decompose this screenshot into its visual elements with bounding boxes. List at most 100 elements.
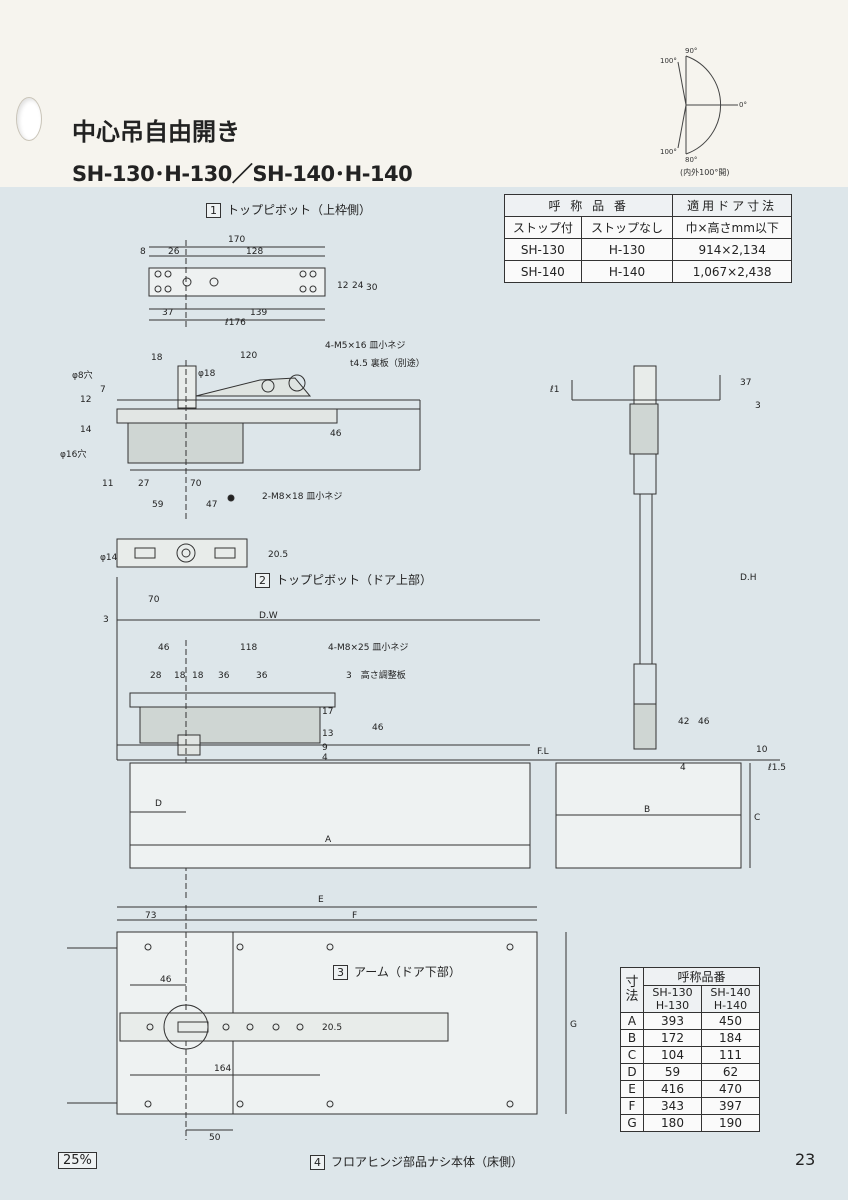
dim-label: E bbox=[318, 895, 324, 905]
backplate-label: t4.5 裏板（別途） bbox=[350, 357, 425, 369]
table-subheader: ストップ付 bbox=[504, 216, 582, 239]
dim-label: 70 bbox=[148, 595, 160, 605]
dim-label: C bbox=[754, 813, 760, 823]
angle-label: 0° bbox=[739, 101, 747, 109]
angle-label: 90° bbox=[685, 47, 698, 55]
dim-label: 118 bbox=[240, 643, 257, 653]
dim-label: 24 bbox=[352, 281, 364, 291]
dim-label: 26 bbox=[168, 247, 180, 257]
dim-label: 8 bbox=[140, 247, 146, 257]
floor-line-label: F.L bbox=[537, 747, 549, 757]
table-header: 適用ドア寸法 bbox=[672, 194, 792, 217]
scale-label: 25% bbox=[58, 1152, 97, 1169]
dim-label: 17 bbox=[322, 707, 333, 717]
model-table: 呼 称 品 番 適用ドア寸法 ストップ付 ストップなし 巾×高さmm以下 SH-… bbox=[503, 194, 792, 283]
dim-label: G bbox=[570, 1020, 577, 1030]
dim-label: 30 bbox=[366, 283, 378, 293]
screw-label: 2-M8×18 皿小ネジ bbox=[262, 491, 342, 502]
dim-label: 50 bbox=[209, 1133, 221, 1143]
table-header: 呼称品番 bbox=[643, 967, 760, 986]
dim-label: 46 bbox=[158, 643, 170, 653]
dim-label: 128 bbox=[246, 247, 263, 257]
dim-label: 18 bbox=[174, 671, 186, 681]
dim-label: 10 bbox=[756, 745, 768, 755]
angle-label: 100° bbox=[660, 148, 677, 156]
table-row: SH-140 H-140 1,067×2,438 bbox=[504, 260, 792, 283]
dim-label: 12 bbox=[80, 395, 91, 405]
dim-label: 20.5 bbox=[322, 1023, 342, 1033]
dim-label: 70 bbox=[190, 479, 202, 489]
dim-label: D.W bbox=[259, 611, 278, 621]
dim-label: 73 bbox=[145, 911, 156, 921]
dim-label: 12 bbox=[337, 281, 348, 291]
dim-label: 46 bbox=[372, 723, 384, 733]
dim-label: ℓ1.5 bbox=[767, 763, 786, 773]
dim-label: 11 bbox=[102, 479, 113, 489]
dim-label: 20.5 bbox=[268, 550, 288, 560]
dim-label: 120 bbox=[240, 351, 257, 361]
dim-label: 7 bbox=[100, 385, 106, 395]
page-title: 中心吊自由開き bbox=[72, 118, 240, 146]
screw-label: 4-M5×16 皿小ネジ bbox=[325, 340, 405, 351]
adjust-plate-label: 3 高さ調整板 bbox=[346, 669, 406, 681]
dim-label: 46 bbox=[160, 975, 172, 985]
dim-label: 37 bbox=[740, 378, 751, 388]
model-heading: SH-130･H-130／SH-140･H-140 bbox=[72, 162, 413, 186]
dim-label: φ14 bbox=[100, 553, 118, 563]
swing-angle-diagram bbox=[677, 55, 738, 155]
dim-label: 27 bbox=[138, 479, 149, 489]
dim-label: φ18 bbox=[198, 369, 216, 379]
swing-caption: (内外100°開) bbox=[680, 168, 730, 177]
dim-label: 46 bbox=[330, 429, 342, 439]
table-header: 呼 称 品 番 bbox=[503, 194, 674, 217]
dim-label: 47 bbox=[206, 500, 217, 510]
dim-label: 3 bbox=[755, 401, 761, 411]
dim-label: 36 bbox=[256, 671, 268, 681]
dim-label: 14 bbox=[80, 425, 92, 435]
dim-label: 3 bbox=[103, 615, 109, 625]
binder-hole bbox=[16, 97, 42, 141]
dim-label: 46 bbox=[698, 717, 710, 727]
dim-label: 139 bbox=[250, 308, 267, 318]
table-subheader: 巾×高さmm以下 bbox=[672, 216, 792, 239]
dim-label: ℓ1 bbox=[549, 385, 559, 395]
dim-label: 13 bbox=[322, 729, 333, 739]
dim-label: φ16穴 bbox=[60, 448, 86, 460]
dim-label: 164 bbox=[214, 1064, 231, 1074]
dim-label: D.H bbox=[740, 573, 757, 583]
dim-label: φ8穴 bbox=[72, 369, 93, 381]
table-row: SH-130 H-130 914×2,134 bbox=[504, 238, 792, 261]
dim-label: 9 bbox=[322, 743, 328, 753]
dim-label: 18 bbox=[151, 353, 163, 363]
dim-label: 4 bbox=[680, 763, 686, 773]
dim-label: D bbox=[155, 799, 162, 809]
dim-label: ℓ176 bbox=[224, 318, 246, 328]
page-number: 23 bbox=[795, 1150, 816, 1169]
dim-label: 18 bbox=[192, 671, 204, 681]
dim-label: F bbox=[352, 911, 357, 921]
dim-label: 36 bbox=[218, 671, 230, 681]
table-subheader: ストップなし bbox=[580, 216, 674, 239]
dim-label: 170 bbox=[228, 235, 245, 245]
dim-label: 28 bbox=[150, 671, 162, 681]
dim-label: 59 bbox=[152, 500, 164, 510]
angle-label: 100° bbox=[660, 57, 677, 65]
dim-label: 37 bbox=[162, 308, 173, 318]
dim-label: 4 bbox=[322, 753, 328, 763]
angle-label: 80° bbox=[685, 156, 698, 164]
dim-label: B bbox=[644, 805, 650, 815]
